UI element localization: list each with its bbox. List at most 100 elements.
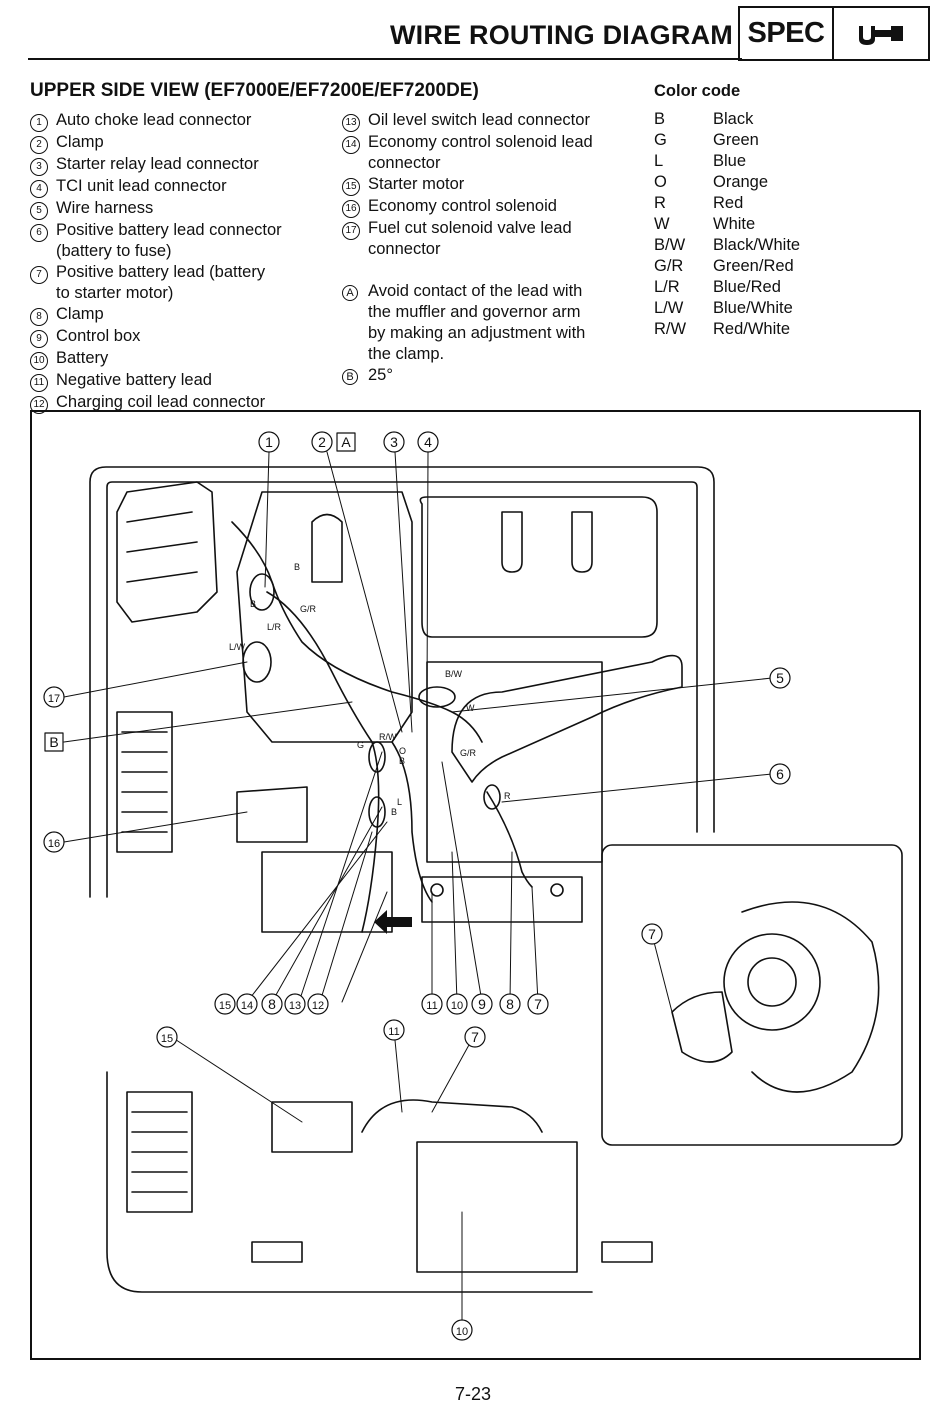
callout-bottom: 14 bbox=[236, 993, 258, 1015]
connector-17 bbox=[242, 641, 272, 683]
callout-lower: 15 bbox=[156, 1026, 178, 1048]
lower-leader-lines bbox=[166, 1029, 476, 1323]
air-cleaner bbox=[116, 481, 218, 623]
inset-starter bbox=[723, 933, 821, 1031]
wire-harness bbox=[266, 591, 380, 933]
inset-box bbox=[601, 844, 903, 1146]
lower-grille-slats bbox=[131, 1111, 188, 1193]
callout-bottom: 7 bbox=[527, 993, 549, 1015]
clamp bbox=[249, 573, 275, 611]
wire-color-tag: O bbox=[399, 746, 406, 756]
svg-text:5: 5 bbox=[776, 670, 784, 686]
leader-lines bbox=[63, 451, 773, 1003]
engine-block bbox=[236, 491, 413, 743]
air-cleaner-detail bbox=[126, 511, 198, 583]
svg-text:10: 10 bbox=[451, 1000, 463, 1012]
callout-bottom: 13 bbox=[284, 993, 306, 1015]
callout-bottom: 8 bbox=[261, 993, 283, 1015]
lower-battery bbox=[416, 1141, 578, 1273]
fuel-tank bbox=[419, 496, 658, 638]
svg-text:9: 9 bbox=[478, 996, 486, 1012]
spec-label: SPEC bbox=[740, 8, 834, 59]
callout-bottom: 8 bbox=[499, 993, 521, 1015]
callout-lower: 7 bbox=[464, 1026, 486, 1048]
callout-top: 2 bbox=[311, 431, 333, 453]
wire-harness bbox=[391, 741, 433, 903]
svg-text:8: 8 bbox=[506, 996, 514, 1012]
inset-starter-core bbox=[747, 957, 797, 1007]
muffler-pipe bbox=[451, 654, 683, 783]
lower-starter-motor bbox=[271, 1101, 353, 1153]
wire-color-tag: R bbox=[504, 791, 511, 801]
svg-text:11: 11 bbox=[388, 1026, 399, 1038]
wire-color-tag: B bbox=[399, 756, 405, 766]
svg-text:12: 12 bbox=[312, 1000, 324, 1012]
page-number: 7-23 bbox=[455, 1384, 492, 1404]
callout-bottom: 12 bbox=[307, 993, 329, 1015]
inset-terminal bbox=[671, 991, 733, 1063]
wire-color-tag: L/W bbox=[229, 642, 246, 652]
inset-leader bbox=[653, 941, 673, 1013]
callout-bottom: 9 bbox=[471, 993, 493, 1015]
svg-text:6: 6 bbox=[776, 766, 784, 782]
wire-color-tag: G/R bbox=[300, 604, 317, 614]
callout-inset: 7 bbox=[641, 923, 663, 945]
wire-color-tag: W bbox=[466, 703, 475, 713]
svg-text:10: 10 bbox=[456, 1326, 468, 1338]
callout-bottom: 15 bbox=[214, 993, 236, 1015]
wire-color-tag: G/R bbox=[460, 748, 477, 758]
callout-left: 17 bbox=[43, 686, 65, 708]
callout-top: A bbox=[336, 432, 356, 452]
svg-text:13: 13 bbox=[289, 1000, 301, 1012]
battery-terminal bbox=[430, 883, 444, 897]
battery-top bbox=[421, 876, 583, 923]
callout-lower: 11 bbox=[383, 1019, 405, 1041]
inset-housing bbox=[741, 901, 880, 1093]
callout-left: 16 bbox=[43, 831, 65, 853]
svg-text:A: A bbox=[341, 434, 351, 450]
color-code-title: Color code bbox=[654, 82, 741, 100]
connector-cluster bbox=[368, 741, 386, 773]
callout-right: 5 bbox=[769, 667, 791, 689]
page-title: WIRE ROUTING DIAGRAM bbox=[390, 20, 733, 50]
callout-right: 6 bbox=[769, 763, 791, 785]
fan-grille-slats bbox=[121, 731, 168, 833]
wire-color-tag: L/R bbox=[267, 622, 282, 632]
frame-tube-inner bbox=[106, 481, 698, 898]
svg-text:16: 16 bbox=[48, 838, 60, 850]
lower-frame-tube bbox=[106, 1071, 593, 1293]
oil-filler bbox=[311, 513, 343, 583]
wire-color-tag: B bbox=[294, 562, 300, 572]
callout-top: 1 bbox=[258, 431, 280, 453]
fan-grille bbox=[116, 711, 173, 853]
svg-text:B: B bbox=[49, 734, 58, 750]
callout-top: 4 bbox=[417, 431, 439, 453]
